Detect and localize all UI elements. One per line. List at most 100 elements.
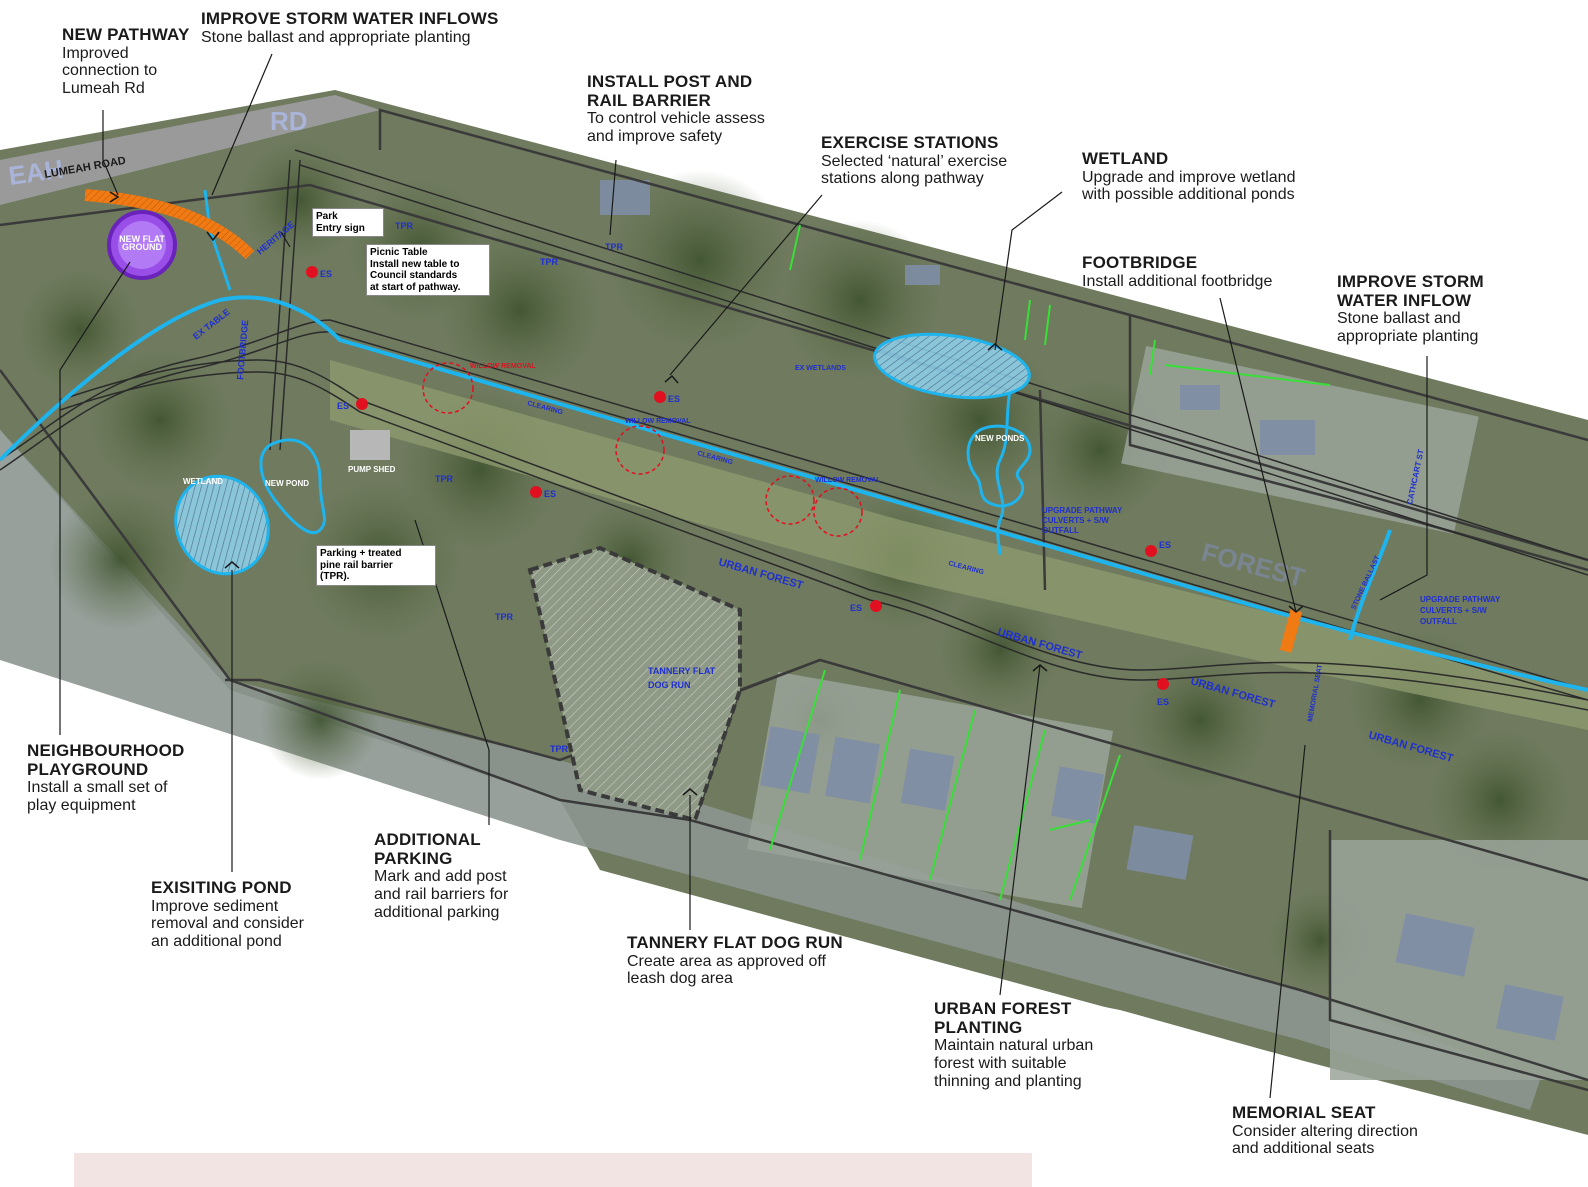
picnic-line-1: Picnic Table — [370, 247, 428, 258]
annotation-memorial-seat: MEMORIAL SEAT Consider altering directio… — [1232, 1103, 1418, 1158]
parking-note-line-3: (TPR). — [320, 571, 350, 582]
new-pond-label: NEW POND — [265, 479, 309, 488]
annotation-line: Stone ballast and — [1337, 310, 1461, 328]
annotation-line: Improve sediment — [151, 897, 279, 915]
annotation-title: ADDITIONAL — [374, 830, 481, 849]
wetland-ellipse — [174, 474, 270, 576]
annotation-line: removal and consider — [151, 915, 304, 933]
annotation-line: play equipment — [27, 796, 136, 814]
parking-note: Parking + treated pine rail barrier (TPR… — [316, 545, 436, 586]
annotation-line: Install additional footbridge — [1082, 272, 1273, 290]
annotation-parking: ADDITIONAL PARKING Mark and add post and… — [374, 830, 509, 921]
annotation-title: IMPROVE STORM WATER INFLOWS — [201, 9, 499, 28]
road-label-rd: RD — [270, 106, 308, 136]
annotation-title: NEIGHBOURHOOD — [27, 741, 185, 760]
annotation-line: Improved — [62, 44, 129, 62]
tpr-label: TPR — [550, 744, 569, 754]
es-label: ES — [337, 401, 349, 411]
annotation-line: an additional pond — [151, 932, 282, 950]
annotation-line: and improve safety — [587, 127, 723, 145]
annotation-exercise: EXERCISE STATIONS Selected ‘natural’ exe… — [821, 133, 1007, 188]
ex-wetlands-label: EX WETLANDS — [795, 365, 846, 372]
upgrade-pathway-label-3: OUTFALL — [1042, 526, 1079, 535]
upgrade-pathway-label-1: UPGRADE PATHWAY — [1042, 506, 1123, 515]
willow-label-1: WILLOW REMOVAL — [470, 363, 536, 370]
es-label: ES — [320, 269, 332, 279]
annotation-title: WETLAND — [1082, 149, 1169, 168]
tpr-labels: TPR TPR TPR TPR TPR TPR — [395, 221, 624, 754]
upgrade-pathway2-label-1: UPGRADE PATHWAY — [1420, 595, 1501, 604]
playground-label-1: NEW FLAT — [119, 234, 165, 244]
park-entry-sign-note: Park Entry sign — [312, 208, 384, 237]
annotation-line: with possible additional ponds — [1082, 186, 1295, 204]
pump-shed-label: PUMP SHED — [348, 465, 396, 474]
tpr-label: TPR — [395, 221, 414, 231]
annotation-line: additional parking — [374, 903, 500, 921]
es-label: ES — [850, 603, 862, 613]
annotation-line: appropriate planting — [1337, 327, 1479, 345]
willow-label-2: WILLOW REMOVAL — [625, 418, 691, 425]
dog-run-area — [527, 545, 742, 823]
annotation-line: stations along pathway — [821, 170, 984, 188]
annotation-line: leash dog area — [627, 970, 733, 988]
annotation-line: forest with suitable — [934, 1054, 1067, 1072]
annotation-title: FOOTBRIDGE — [1082, 253, 1198, 272]
new-pathway-orange — [84, 189, 255, 260]
annotation-line: Upgrade and improve wetland — [1082, 168, 1296, 186]
park-sign-line-2: Entry sign — [316, 222, 365, 234]
es-label: ES — [544, 489, 556, 499]
annotation-dog-run: TANNERY FLAT DOG RUN Create area as appr… — [627, 933, 843, 988]
annotation-existing-pond: EXISITING POND Improve sediment removal … — [151, 878, 304, 950]
ex-wetland-ellipse — [873, 332, 1031, 400]
annotation-title: EXISITING POND — [151, 878, 292, 897]
wetland-small-label: WETLAND — [183, 477, 223, 486]
annotation-title: INSTALL POST AND — [587, 72, 753, 91]
tpr-label: TPR — [495, 612, 514, 622]
annotation-title: TANNERY FLAT DOG RUN — [627, 933, 843, 952]
new-pond-shape — [259, 438, 326, 535]
annotation-title: MEMORIAL SEAT — [1232, 1103, 1376, 1122]
park-sign-line-1: Park — [316, 211, 338, 222]
bottom-panel — [74, 1153, 1032, 1187]
annotation-wetland: WETLAND Upgrade and improve wetland with… — [1082, 149, 1296, 204]
annotation-title: WATER INFLOW — [1337, 290, 1472, 310]
willow-removal-circles — [422, 362, 863, 537]
willow-label-3: WILLOW REMOVAL — [815, 477, 881, 484]
annotation-line: Stone ballast and appropriate planting — [201, 28, 471, 46]
annotation-line: Install a small set of — [27, 779, 168, 797]
picnic-line-4: at start of pathway. — [370, 281, 461, 293]
exercise-station-markers — [306, 266, 1169, 690]
annotation-title: PARKING — [374, 848, 453, 868]
annotation-title: RAIL BARRIER — [587, 90, 711, 110]
annotation-footbridge: FOOTBRIDGE Install additional footbridge — [1082, 253, 1273, 290]
es-label: ES — [668, 394, 680, 404]
annotation-title: IMPROVE STORM — [1337, 272, 1484, 291]
annotation-line: Mark and add post — [374, 868, 507, 886]
annotation-storm-inflow-2: IMPROVE STORM WATER INFLOW Stone ballast… — [1337, 272, 1484, 346]
es-label: ES — [1157, 697, 1169, 707]
leader-lines — [59, 53, 1428, 1099]
playground-circle: NEW FLAT GROUND — [107, 210, 177, 280]
annotation-title: NEW PATHWAY — [62, 25, 190, 44]
es-label: ES — [1159, 540, 1171, 550]
upgrade-pathway-label-2: CULVERTS + S/W — [1042, 516, 1109, 525]
new-ponds-label: NEW PONDS — [975, 434, 1025, 443]
annotation-title: URBAN FOREST — [934, 999, 1072, 1018]
annotation-line: Create area as approved off — [627, 952, 826, 970]
annotation-line: thinning and planting — [934, 1072, 1082, 1090]
dog-run-map-label-1: TANNERY FLAT — [648, 666, 716, 676]
annotation-line: Lumeah Rd — [62, 79, 145, 97]
playground-label-2: GROUND — [122, 242, 162, 252]
es-labels: ES ES ES ES ES ES ES — [320, 269, 1171, 707]
parking-note-line-1: Parking + treated — [320, 548, 402, 559]
annotation-new-pathway: NEW PATHWAY Improved connection to Lumea… — [62, 25, 190, 97]
tpr-label: TPR — [605, 242, 624, 252]
annotation-urban-forest: URBAN FOREST PLANTING Maintain natural u… — [934, 999, 1093, 1090]
tpr-label: TPR — [435, 474, 454, 484]
annotation-post-rail: INSTALL POST AND RAIL BARRIER To control… — [587, 72, 765, 146]
annotation-line: and additional seats — [1232, 1140, 1375, 1158]
annotation-title: PLAYGROUND — [27, 759, 149, 779]
annotation-line: To control vehicle assess — [587, 110, 765, 128]
annotation-line: and rail barriers for — [374, 885, 509, 903]
